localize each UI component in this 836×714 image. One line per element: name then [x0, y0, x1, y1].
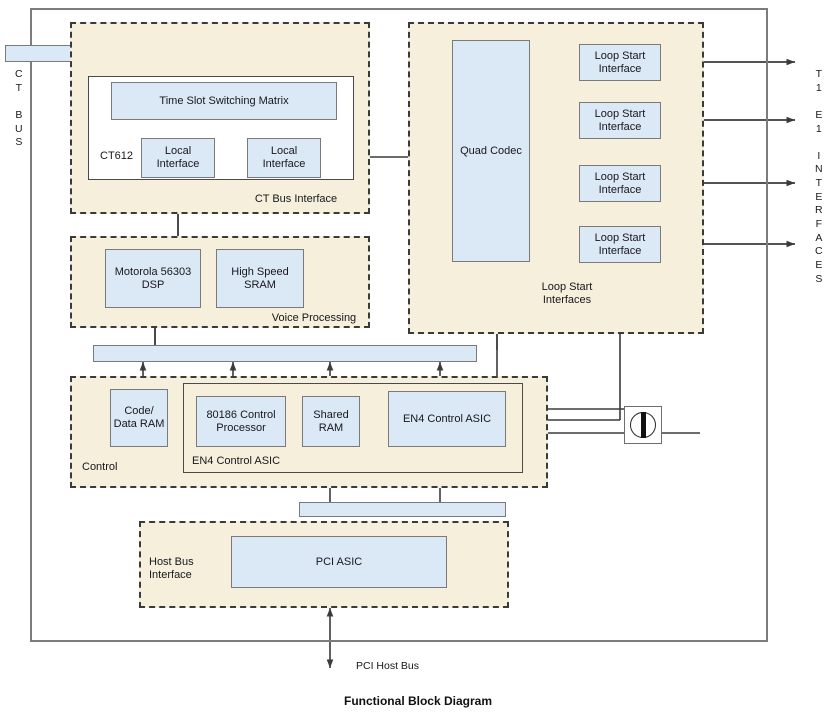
chip-en4-control-asic: [183, 383, 523, 473]
block-time-slot-switching-matrix[interactable]: Time Slot Switching Matrix: [111, 82, 337, 120]
block-pci-asic[interactable]: PCI ASIC: [231, 536, 447, 588]
block-high-speed-sram[interactable]: High Speed SRAM: [216, 249, 304, 308]
board-outline: [30, 8, 768, 642]
block-code-data-ram[interactable]: Code/ Data RAM: [110, 389, 168, 447]
block-loop-start-interface-2[interactable]: Loop Start Interface: [579, 102, 661, 139]
block-shared-ram[interactable]: Shared RAM: [302, 396, 360, 447]
block-local-interface-a[interactable]: Local Interface: [141, 138, 215, 178]
jack-connector-icon[interactable]: [624, 406, 662, 444]
group-voice-processing-label: Voice Processing: [271, 312, 357, 324]
group-control-label: Control: [82, 461, 118, 473]
jack-bar-icon: [640, 412, 646, 438]
internal-bus-bar: [93, 345, 477, 362]
group-loop-start-interfaces-label: Loop Start Interfaces: [541, 281, 593, 306]
diagram-caption: Functional Block Diagram: [343, 694, 493, 708]
t1-e1-interfaces-edge-label: T 1 E 1 I N T E R F A C E S: [815, 68, 823, 285]
block-loop-start-interface-3[interactable]: Loop Start Interface: [579, 165, 661, 202]
pci-host-bus-label: PCI Host Bus: [356, 660, 420, 672]
block-loop-start-interface-1[interactable]: Loop Start Interface: [579, 44, 661, 81]
jack-circle-icon: [630, 412, 656, 438]
group-host-bus-interface-label: Host Bus Interface: [149, 556, 194, 581]
block-en4-control-asic[interactable]: EN4 Control ASIC: [388, 391, 506, 447]
block-loop-start-interface-4[interactable]: Loop Start Interface: [579, 226, 661, 263]
pci-bus-bar: [299, 502, 506, 517]
chip-en4-control-asic-label: EN4 Control ASIC: [192, 455, 281, 467]
block-motorola-dsp[interactable]: Motorola 56303 DSP: [105, 249, 201, 308]
block-quad-codec[interactable]: Quad Codec: [452, 40, 530, 262]
block-local-interface-b[interactable]: Local Interface: [247, 138, 321, 178]
chip-ct612-label: CT612: [100, 150, 134, 162]
ct-bus-edge-label: C T B U S: [15, 68, 23, 149]
group-ct-bus-interface-label: CT Bus Interface: [254, 193, 338, 205]
block-80186-control-processor[interactable]: 80186 Control Processor: [196, 396, 286, 447]
